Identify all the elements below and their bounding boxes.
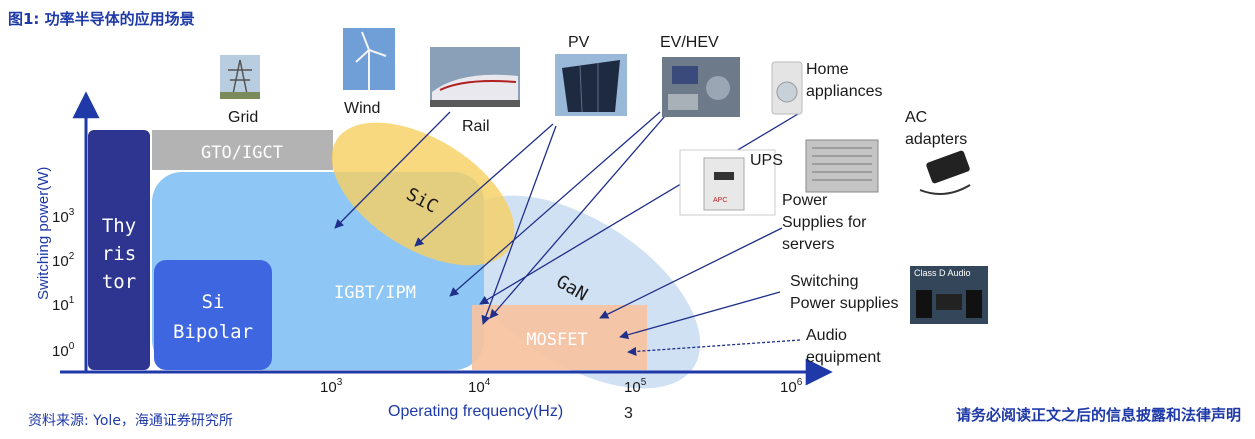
gto-region <box>152 130 333 170</box>
disclaimer: 请务必阅读正文之后的信息披露和法律声明 <box>955 406 1241 424</box>
switching-label-2: Power supplies <box>790 295 899 312</box>
wind-icon <box>343 28 395 90</box>
thyristor-label-3: tor <box>102 271 136 293</box>
home-label-2: appliances <box>806 83 883 100</box>
y-tick-3: 103 <box>52 207 75 226</box>
pv-label: PV <box>568 34 590 51</box>
si-bipolar-region <box>154 260 272 370</box>
class-d-audio-text: Class D Audio <box>914 268 971 278</box>
class-d-audio-icon <box>910 266 988 324</box>
grid-icon <box>220 55 260 100</box>
svg-text:103: 103 <box>52 207 75 226</box>
arrow-pv-sic <box>414 123 554 247</box>
x-axis-label: Operating frequency(Hz) <box>388 403 563 420</box>
x-tick-4: 104 <box>468 377 491 396</box>
si-bipolar-label-2: Bipolar <box>173 321 253 343</box>
x-tick-5: 105 <box>624 377 647 396</box>
arrow-servers-mosfet <box>599 227 783 319</box>
thyristor-label-1: Thy <box>102 215 136 237</box>
servers-label-1: Power <box>782 192 828 209</box>
figure-title: 图1: 功率半导体的应用场景 <box>8 10 195 28</box>
arrow-switching-mosfet <box>619 291 781 340</box>
home-label-1: Home <box>806 61 849 78</box>
apc-text: APC <box>713 197 727 204</box>
arrow-pv-mosfet <box>481 125 557 325</box>
x-tick-6: 106 <box>780 377 803 396</box>
rail-label: Rail <box>462 118 490 135</box>
y-axis-label: Switching power(W) <box>35 167 52 300</box>
svg-text:101: 101 <box>52 295 75 314</box>
rail-icon <box>430 47 520 107</box>
arrow-ev-mosfet <box>489 115 666 319</box>
home-appliances-icon <box>771 61 803 115</box>
arrow-ev-igbt <box>449 111 661 297</box>
ac-label-1: AC <box>905 109 927 126</box>
server-psu-icon <box>805 139 879 193</box>
ev-icon <box>662 57 740 117</box>
audio-label-1: Audio <box>806 327 847 344</box>
ups-icon <box>679 149 776 216</box>
mosfet-label: MOSFET <box>526 330 587 350</box>
ups-label: UPS <box>750 152 783 169</box>
ac-adapter-icon <box>915 150 973 198</box>
y-tick-2: 102 <box>52 251 75 270</box>
si-bipolar-label-1: Si <box>202 291 225 313</box>
ev-label: EV/HEV <box>660 34 719 51</box>
arrow-home-mosfet <box>479 113 799 305</box>
source-note: 资料来源: Yole，海通证券研究所 <box>28 413 233 429</box>
gto-label: GTO/IGCT <box>201 143 283 163</box>
switching-label-1: Switching <box>790 273 858 290</box>
sic-region <box>331 122 515 266</box>
y-tick-1: 101 <box>52 295 75 314</box>
x-tick-3: 103 <box>320 377 343 396</box>
ac-label-2: adapters <box>905 131 967 148</box>
grid-label: Grid <box>228 109 258 126</box>
page-number: 3 <box>624 405 633 422</box>
application-arrows <box>334 111 801 356</box>
servers-label-2: Supplies for <box>782 214 867 231</box>
svg-text:102: 102 <box>52 251 75 270</box>
mosfet-region <box>472 305 647 370</box>
pv-icon <box>555 54 627 116</box>
servers-label-3: servers <box>782 236 834 253</box>
arrow-audio-mosfet <box>627 339 801 356</box>
y-tick-0: 100 <box>52 341 75 360</box>
arrow-rail-igbt <box>334 111 451 229</box>
svg-text:100: 100 <box>52 341 75 360</box>
thyristor-label-2: ris <box>102 243 136 265</box>
thyristor-region <box>88 130 150 370</box>
wind-label: Wind <box>344 100 380 117</box>
audio-label-2: equipment <box>806 349 881 366</box>
igbt-label: IGBT/IPM <box>334 283 416 303</box>
